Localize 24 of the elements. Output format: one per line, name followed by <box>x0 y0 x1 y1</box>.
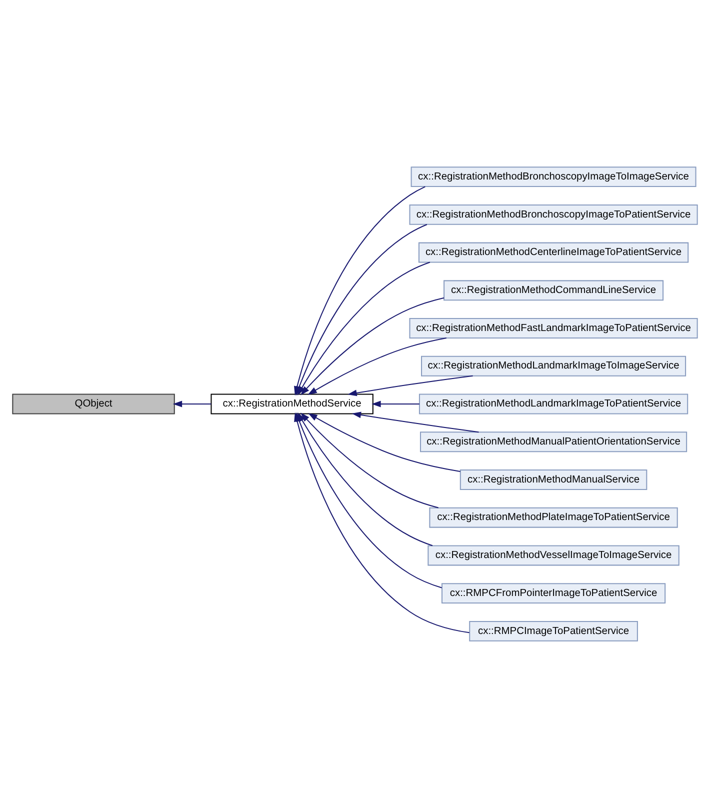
node-box: cx::RegistrationMethodBronchoscopyImageToImageService <box>410 166 696 188</box>
node-box: cx::RegistrationMethodPlateImageToPatientService <box>429 507 678 528</box>
node-box: cx::RegistrationMethodFastLandmarkImageToPatientService <box>409 318 698 338</box>
arrow <box>308 338 447 395</box>
node-box: cx::RegistrationMethodLandmarkImageToPatientService <box>418 394 688 414</box>
node-box: cx::RegistrationMethodManualService <box>460 470 648 490</box>
node-box: cx::RegistrationMethodBronchoscopyImageToPatientService <box>409 204 698 225</box>
arrow <box>308 413 460 472</box>
node-box: cx::RMPCImageToPatientService <box>469 620 638 642</box>
arrow <box>300 297 444 396</box>
node-box: cx::RegistrationMethodVesselImageToImageService <box>428 545 680 566</box>
arrow <box>352 412 479 433</box>
arrow <box>300 412 438 508</box>
arrow <box>298 262 430 396</box>
node-box: cx::RegistrationMethodService <box>210 394 374 414</box>
node-box: QObject <box>12 394 175 414</box>
arrow <box>372 400 420 408</box>
node-box: cx::RegistrationMethodManualPatientOrientationService <box>420 432 688 452</box>
node-box: cx::RegistrationMethodCommandLineService <box>444 280 664 301</box>
arrow <box>348 375 473 396</box>
node-box: cx::RegistrationMethodCenterlineImageToPatientService <box>418 242 689 263</box>
node-box: cx::RegistrationMethodLandmarkImageToImageService <box>421 356 686 376</box>
node-box: cx::RMPCFromPointerImageToPatientService <box>441 583 666 604</box>
arrow <box>172 400 212 408</box>
